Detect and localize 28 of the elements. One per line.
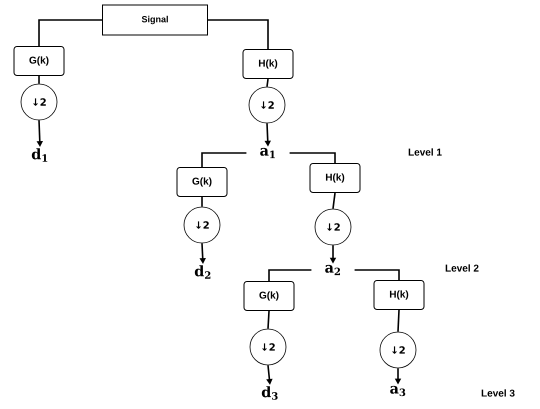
filter-box: H(k) [374,280,424,310]
connector-line [290,152,336,163]
level-label: Level 2 [446,264,479,272]
output-label: a$_{2}$ [325,264,340,276]
connector-line [38,76,40,84]
connector-line [266,78,269,87]
filter-box: G(k) [244,281,294,311]
filter-box: G(k) [14,46,64,76]
connector-line [354,269,400,280]
output-label: d$_{3}$ [262,386,278,400]
connector-line [268,269,312,281]
filter-box: H(k) [310,163,360,193]
level-label: Level 1 [408,148,442,156]
output-label: a$_{3}$ [390,386,406,396]
connector-line [201,152,246,167]
connector-line [397,310,400,332]
connector-line [332,192,336,209]
signal-box: Signal [102,4,208,36]
output-label: a$_{1}$ [260,148,275,158]
connector-line [201,197,203,207]
level-label: Level 3 [482,389,515,397]
connector-line [208,19,269,49]
filter-box: G(k) [176,167,228,197]
filter-box: H(k) [242,49,294,79]
connector-line [38,19,102,46]
output-label: d$_{1}$ [32,148,48,162]
connector-line [267,310,270,329]
output-label: d$_{2}$ [194,265,210,279]
